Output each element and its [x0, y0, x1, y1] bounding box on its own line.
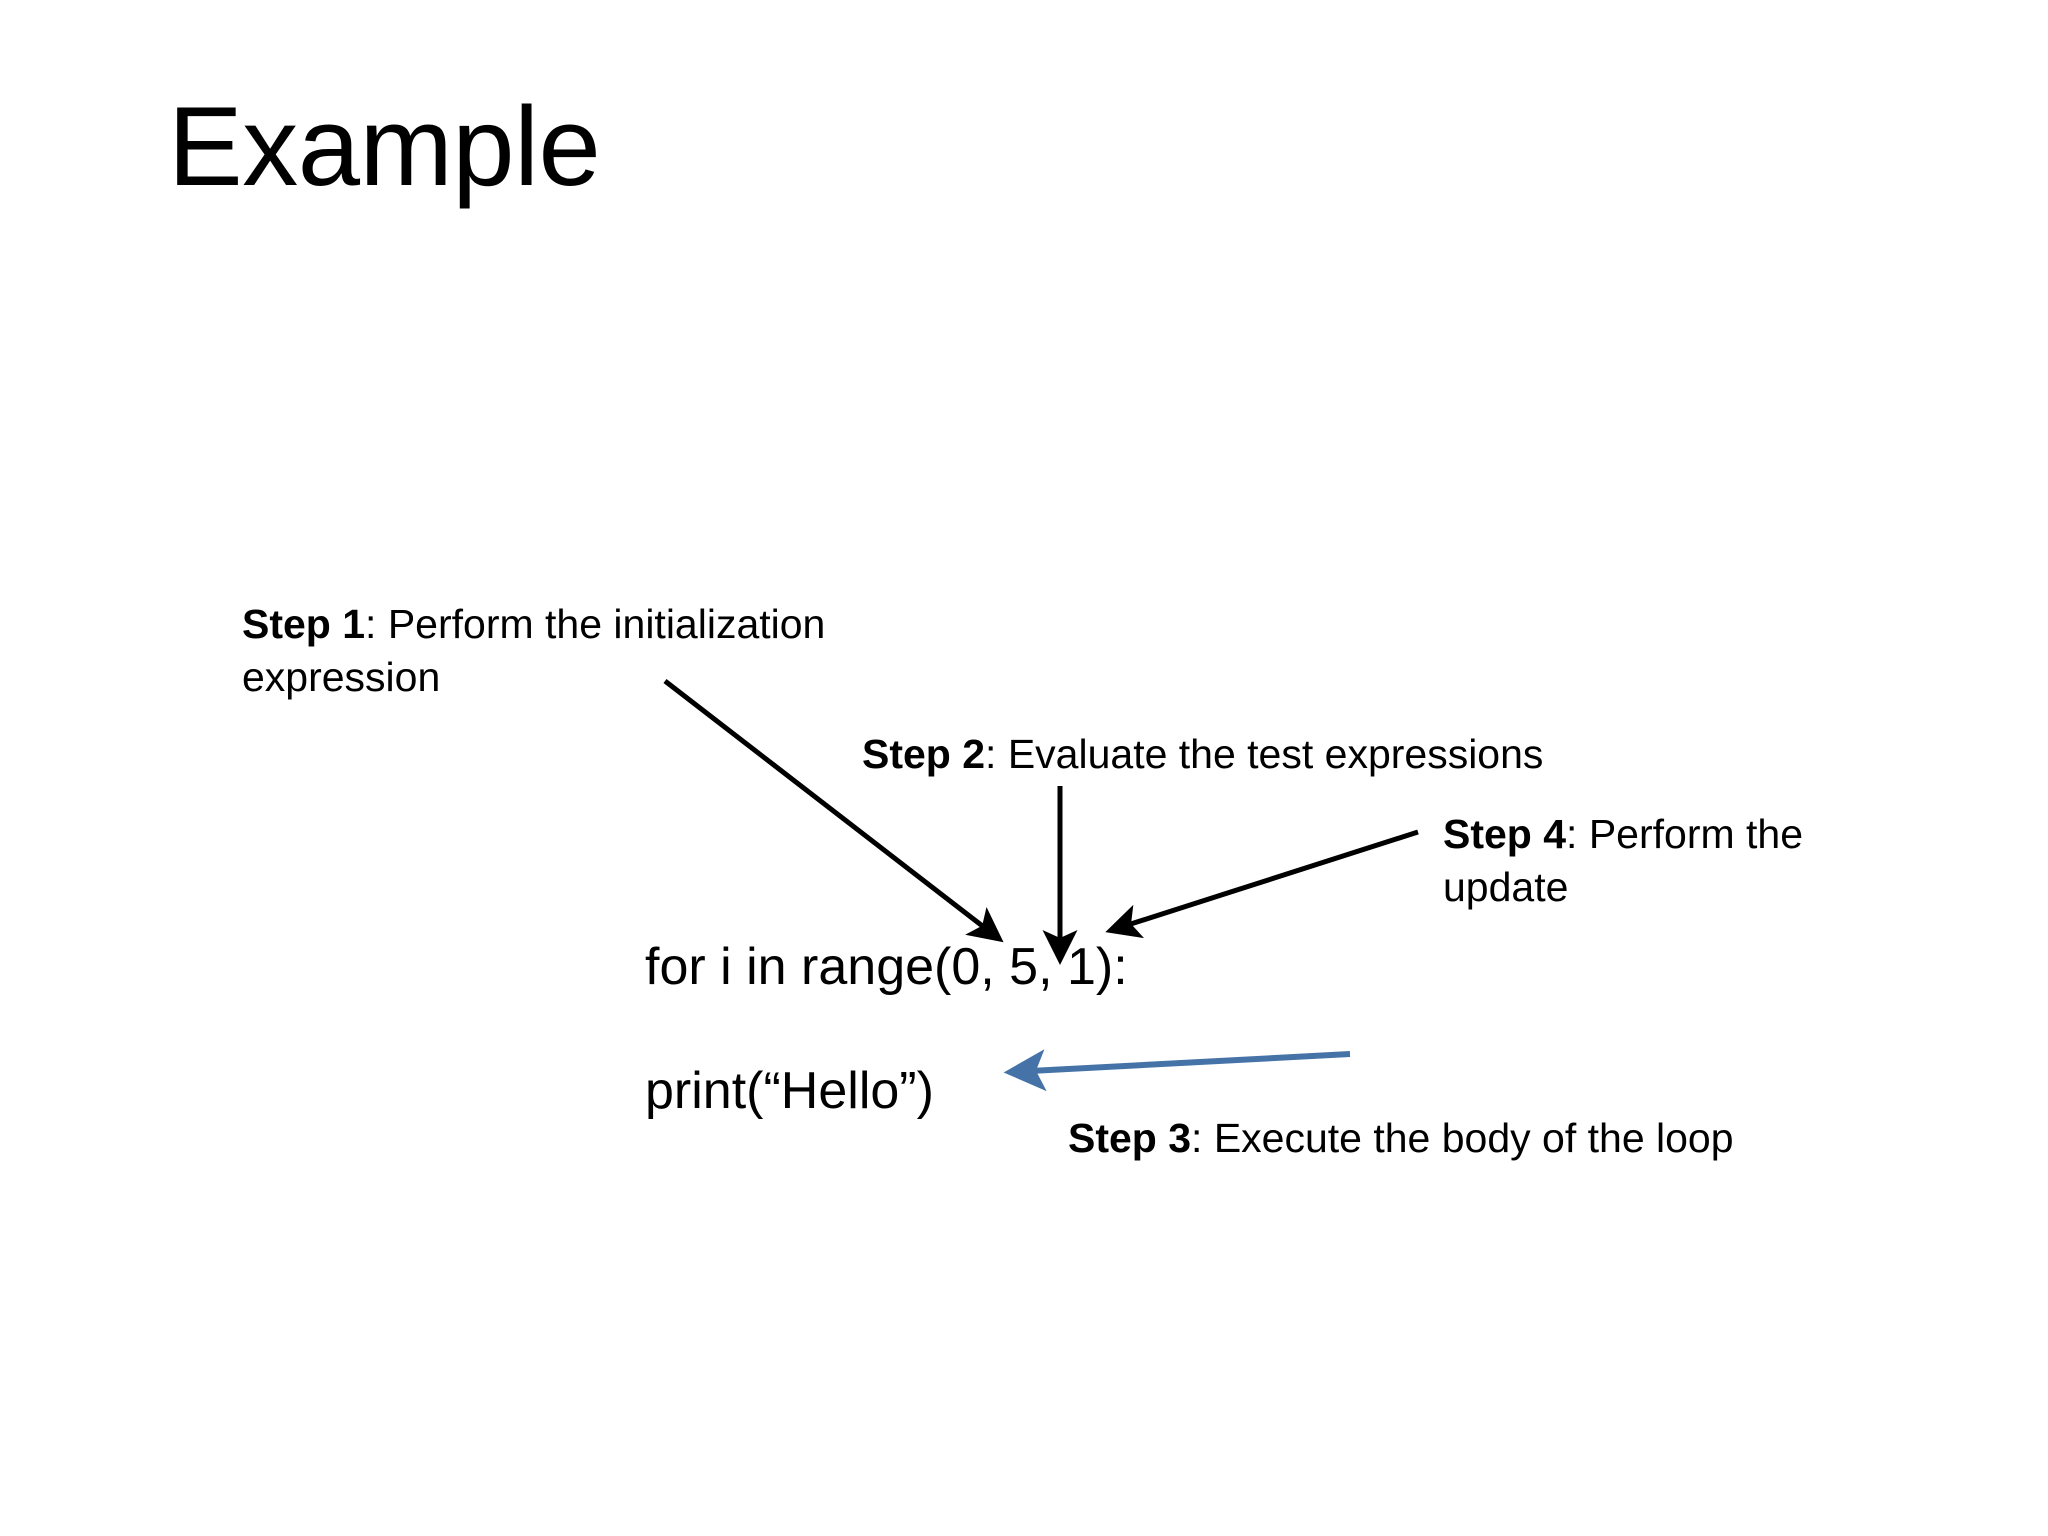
- step3-arrow: [1003, 1049, 1351, 1092]
- callout-step-1: Step 1: Perform the initialization expre…: [242, 598, 962, 705]
- step-3-label: Step 3: [1068, 1115, 1192, 1161]
- step-1-label: Step 1: [242, 601, 366, 647]
- page-title: Example: [168, 84, 601, 209]
- code-line-print-statement: print(“Hello”): [645, 1062, 934, 1120]
- step-3-text: : Execute the body of the loop: [1191, 1115, 1734, 1161]
- callout-step-3: Step 3: Execute the body of the loop: [1068, 1112, 1768, 1165]
- step-4-text: : Perform the update: [1443, 811, 1804, 911]
- code-line-for-statement: for i in range(0, 5, 1):: [645, 938, 1128, 996]
- step-1-text: : Perform the initialization expression: [242, 601, 826, 701]
- step4-arrow: [1105, 829, 1419, 939]
- callout-step-2: Step 2: Evaluate the test expressions: [862, 728, 1722, 781]
- step1-arrow: [663, 679, 1004, 943]
- step-4-label: Step 4: [1443, 811, 1567, 857]
- callout-step-4: Step 4: Perform the update: [1443, 808, 1873, 915]
- step-2-label: Step 2: [862, 731, 986, 777]
- step-2-text: : Evaluate the test expressions: [985, 731, 1544, 777]
